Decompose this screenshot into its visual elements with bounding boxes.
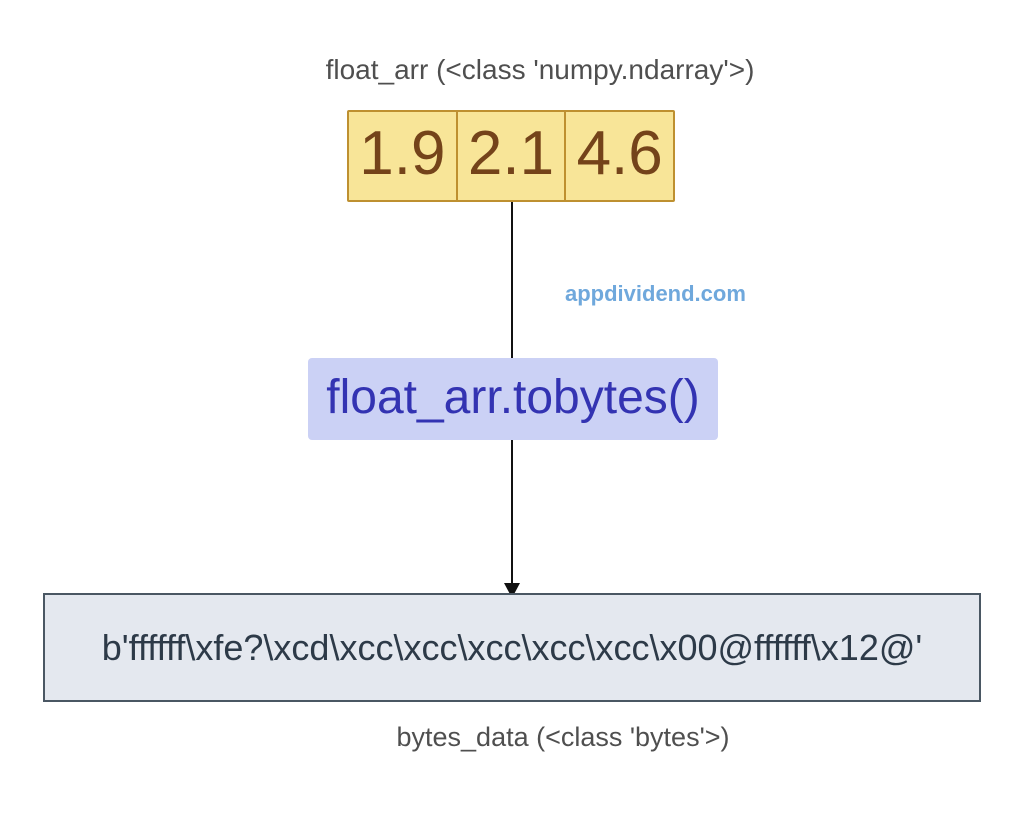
bytes-variable-label: bytes_data (<class 'bytes'>) bbox=[396, 722, 730, 752]
float-array-variable-label: float_arr (<class 'numpy.ndarray'>) bbox=[325, 54, 755, 85]
tobytes-operation-box: float_arr.tobytes() bbox=[308, 358, 718, 440]
watermark-text: appdividend.com bbox=[565, 281, 746, 306]
bytes-output-value: b'ffffff\xfe?\xcd\xcc\xcc\xcc\xcc\xcc\x0… bbox=[101, 626, 923, 668]
bytes-output-box: b'ffffff\xfe?\xcd\xcc\xcc\xcc\xcc\xcc\x0… bbox=[43, 593, 981, 702]
numpy-float-array: 1.9 2.1 4.6 bbox=[347, 110, 675, 202]
array-cell-1: 2.1 bbox=[458, 112, 567, 200]
array-cell-0: 1.9 bbox=[349, 112, 458, 200]
tobytes-operation-label: float_arr.tobytes() bbox=[326, 370, 700, 424]
array-cell-2: 4.6 bbox=[576, 119, 663, 188]
